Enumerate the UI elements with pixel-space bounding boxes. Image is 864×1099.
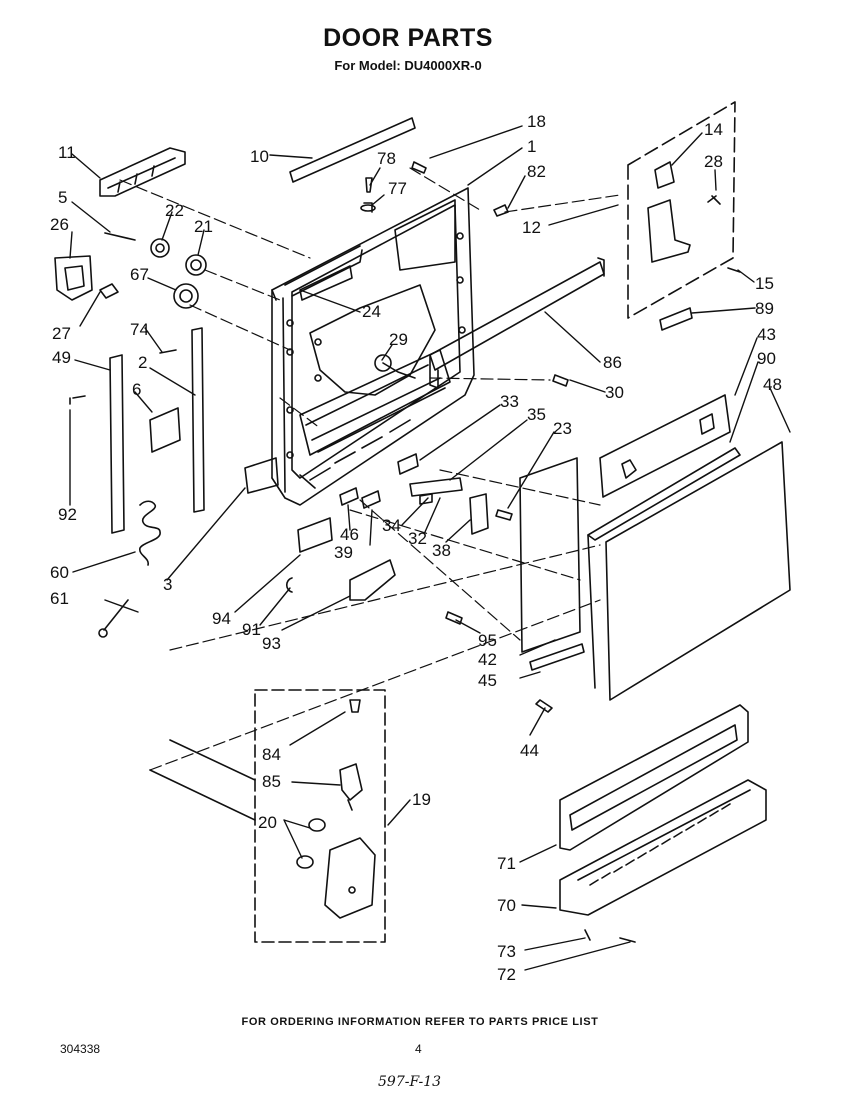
part-label: 11 xyxy=(58,143,76,162)
page-number: 4 xyxy=(415,1042,422,1056)
part-label: 38 xyxy=(432,541,451,560)
handwritten-code: 597-F-13 xyxy=(378,1074,442,1090)
part-label: 95 xyxy=(478,631,497,650)
part-label: 48 xyxy=(763,375,782,394)
door-frame-drawing xyxy=(271,187,475,506)
bottom-trim-parts xyxy=(559,704,767,943)
part-label: 33 xyxy=(500,392,519,411)
door-rail-drawing xyxy=(429,257,605,389)
part-label: 86 xyxy=(603,353,622,372)
document-number: 304338 xyxy=(60,1042,101,1056)
part-label: 19 xyxy=(412,790,431,809)
door-panels xyxy=(519,394,791,713)
part-label: 84 xyxy=(262,745,281,764)
part-label: 72 xyxy=(497,965,516,984)
part-label: 28 xyxy=(704,152,723,171)
part-label: 21 xyxy=(194,217,213,236)
part-label: 60 xyxy=(50,563,69,582)
part-label: 27 xyxy=(52,324,71,343)
part-label: 10 xyxy=(250,147,269,166)
part-label: 42 xyxy=(478,650,497,669)
part-label: 77 xyxy=(388,179,407,198)
part-label: 78 xyxy=(377,149,396,168)
part-label: 73 xyxy=(497,942,516,961)
part-label: 85 xyxy=(262,772,281,791)
part-label: 32 xyxy=(408,529,427,548)
part-label: 45 xyxy=(478,671,497,690)
part-label: 24 xyxy=(362,302,381,321)
left-side-parts xyxy=(54,232,279,638)
part-label: 90 xyxy=(757,349,776,368)
latch-assembly xyxy=(149,689,386,943)
handle-parts xyxy=(397,374,569,535)
part-label: 46 xyxy=(340,525,359,544)
part-label: 89 xyxy=(755,299,774,318)
part-label: 82 xyxy=(527,162,546,181)
part-label: 5 xyxy=(58,188,67,207)
part-label: 14 xyxy=(704,120,723,139)
part-label: 29 xyxy=(389,330,408,349)
part-label: 44 xyxy=(520,741,539,760)
page-title: DOOR PARTS xyxy=(323,24,493,52)
part-label: 91 xyxy=(242,620,261,639)
part-label: 70 xyxy=(497,896,516,915)
part-label: 74 xyxy=(130,320,149,339)
part-label: 67 xyxy=(130,265,149,284)
part-label: 1 xyxy=(527,137,536,156)
model-subtitle: For Model: DU4000XR-0 xyxy=(334,58,482,73)
part-label: 94 xyxy=(212,609,231,628)
ordering-info-note: FOR ORDERING INFORMATION REFER TO PARTS … xyxy=(241,1016,599,1028)
part-label: 15 xyxy=(755,274,774,293)
part-label: 2 xyxy=(138,353,147,372)
part-label: 12 xyxy=(522,218,541,237)
part-label: 6 xyxy=(132,380,141,399)
part-label: 30 xyxy=(605,383,624,402)
part-label: 49 xyxy=(52,348,71,367)
part-label: 43 xyxy=(757,325,776,344)
part-label: 18 xyxy=(527,112,546,131)
label-callout-lines xyxy=(69,125,791,971)
part-label: 26 xyxy=(50,215,69,234)
part-number-labels: 11 10 18 1 78 77 82 14 28 5 22 21 26 12 … xyxy=(50,112,782,984)
part-label: 23 xyxy=(553,419,572,438)
part-label: 92 xyxy=(58,505,77,524)
part-label: 3 xyxy=(163,575,172,594)
exploded-view-leader-lines xyxy=(119,167,621,771)
part-label: 93 xyxy=(262,634,281,653)
part-label: 20 xyxy=(258,813,277,832)
part-label: 35 xyxy=(527,405,546,424)
part-label: 71 xyxy=(497,854,516,873)
part-label: 39 xyxy=(334,543,353,562)
part-label: 34 xyxy=(382,516,401,535)
top-vent-and-screws xyxy=(99,117,509,217)
part-label: 22 xyxy=(165,201,184,220)
part-label: 61 xyxy=(50,589,69,608)
right-hinge-parts xyxy=(627,101,741,331)
